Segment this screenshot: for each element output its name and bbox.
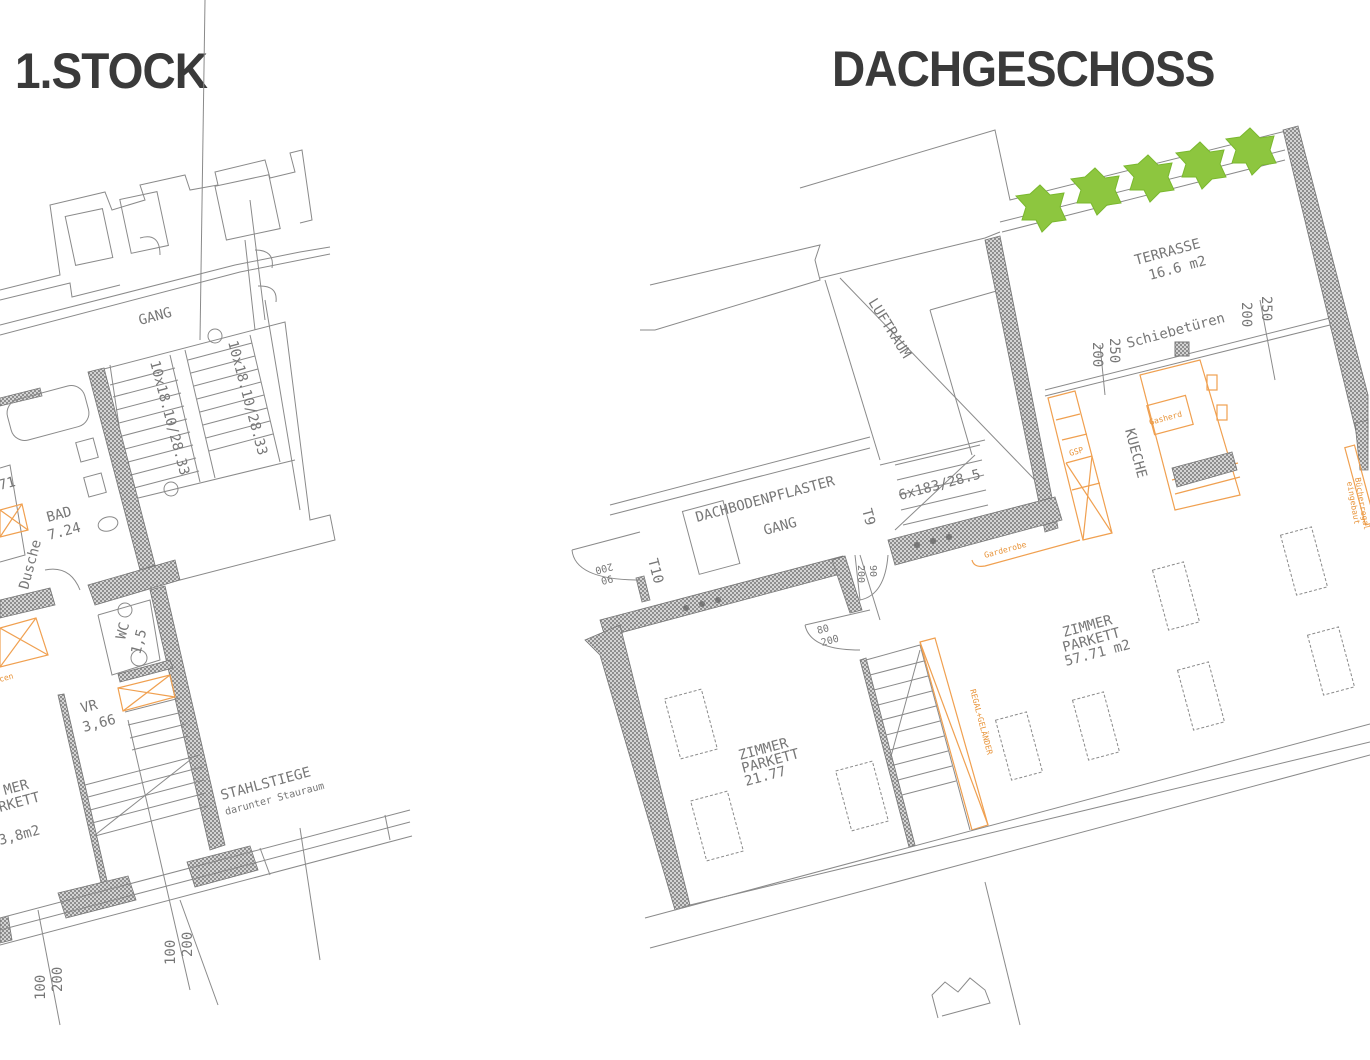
chimney-kitchen: [1174, 341, 1190, 357]
plant-icon: [1122, 154, 1175, 203]
label-wc-area: 1,5: [128, 627, 150, 656]
south-facade: [644, 723, 1370, 1026]
dim-left-a: 200: [1089, 342, 1105, 367]
label-regal: REGAL+GELÄNDER: [968, 688, 995, 756]
label-t9: T9: [858, 507, 878, 527]
wall-bath-stair: [87, 367, 156, 571]
kitchen-island-sink: [1171, 451, 1238, 488]
label-stair-dach: 6x183/28.5: [897, 467, 983, 504]
door-room-b: 200: [820, 634, 840, 649]
label-zimmer-area-partial: 3,8m2: [0, 822, 42, 848]
label-gsp: GSP: [1068, 445, 1084, 457]
dim-1-a: 100: [33, 975, 49, 1000]
label-dusche: Dusche: [16, 538, 45, 591]
wall-left-cross: [0, 587, 56, 619]
wall-right-outer: [1282, 125, 1369, 441]
label-dachbodenpflaster: DACHBODENPFLASTER: [694, 473, 837, 526]
wall-stair-side: [859, 657, 916, 848]
dim-2-b: 200: [180, 932, 196, 957]
label-gasherd: Gasherd: [1148, 409, 1183, 426]
plan-1-stock: GANG 10x18.10/28.33 10x18.10/28.33 BAD 7…: [0, 0, 413, 1026]
label-bad: BAD: [45, 504, 74, 526]
wall-room-right: [831, 555, 863, 614]
door-room-a: 80: [816, 623, 830, 637]
label-zimmer-partial: MER: [2, 777, 31, 799]
room-stair: [865, 644, 971, 831]
label-kueche: KUECHE: [1121, 427, 1150, 480]
wall-room-left: [584, 624, 691, 911]
upper-rooms-outline: [0, 149, 331, 336]
label-gang: GANG: [137, 305, 174, 329]
label-orange-partial: cen: [0, 671, 15, 683]
plan-dachgeschoss: LUFTRAUM TERRASSE 16.6 m2 Schiebetüren 2…: [571, 125, 1370, 1026]
wall-stair-bottom: [887, 496, 1063, 566]
label-gang-dach: GANG: [762, 515, 799, 539]
plant-icon: [1069, 167, 1122, 216]
door-left-a: 200: [594, 560, 614, 575]
wardrobe-furniture: [0, 503, 176, 712]
bath-fixtures: [0, 385, 161, 676]
label-stair-2: 10x18.10/28.33: [224, 339, 270, 457]
regal-gelaender: [919, 637, 989, 831]
terrace-plants: [1014, 127, 1277, 233]
label-wc: WC: [113, 621, 133, 641]
dim-right-a: 200: [1238, 302, 1254, 327]
label-vr: VR: [79, 697, 100, 717]
outer-facade: [0, 809, 413, 1026]
wall-bottom-1: [57, 875, 137, 919]
wall-cross: [87, 559, 181, 606]
door-mid-a: 90: [867, 565, 878, 577]
wall-luftraum-right: [984, 235, 1059, 533]
title-1-stock: 1.STOCK: [15, 43, 208, 99]
plant-icon: [1224, 127, 1277, 176]
plant-icon: [1174, 141, 1227, 190]
kitchen-furniture: [971, 359, 1370, 567]
door-mid-b: 200: [855, 565, 866, 583]
label-luftraum: LUFTRAUM: [865, 296, 914, 362]
label-t10: T10: [644, 557, 666, 586]
gang-area: [571, 444, 989, 651]
wall-wc-top: [117, 659, 174, 683]
wall-wc: [149, 585, 226, 851]
label-garderobe: Garderobe: [983, 540, 1027, 560]
wall-bath-top: [0, 387, 43, 407]
wall-gang-pillar: [635, 575, 651, 603]
steel-stair: [84, 697, 209, 991]
wall-bottom-2: [186, 845, 259, 888]
dim-2-a: 100: [163, 940, 179, 965]
label-71: 71: [0, 474, 17, 494]
plant-icon: [1014, 184, 1067, 233]
wall-right-stub: [1354, 419, 1369, 471]
dim-right-b: 250: [1258, 296, 1274, 321]
dim-left-b: 250: [1106, 338, 1122, 363]
title-dachgeschoss: DACHGESCHOSS: [832, 41, 1215, 97]
dim-1-b: 200: [50, 967, 66, 992]
door-left-b: 90: [600, 572, 614, 586]
